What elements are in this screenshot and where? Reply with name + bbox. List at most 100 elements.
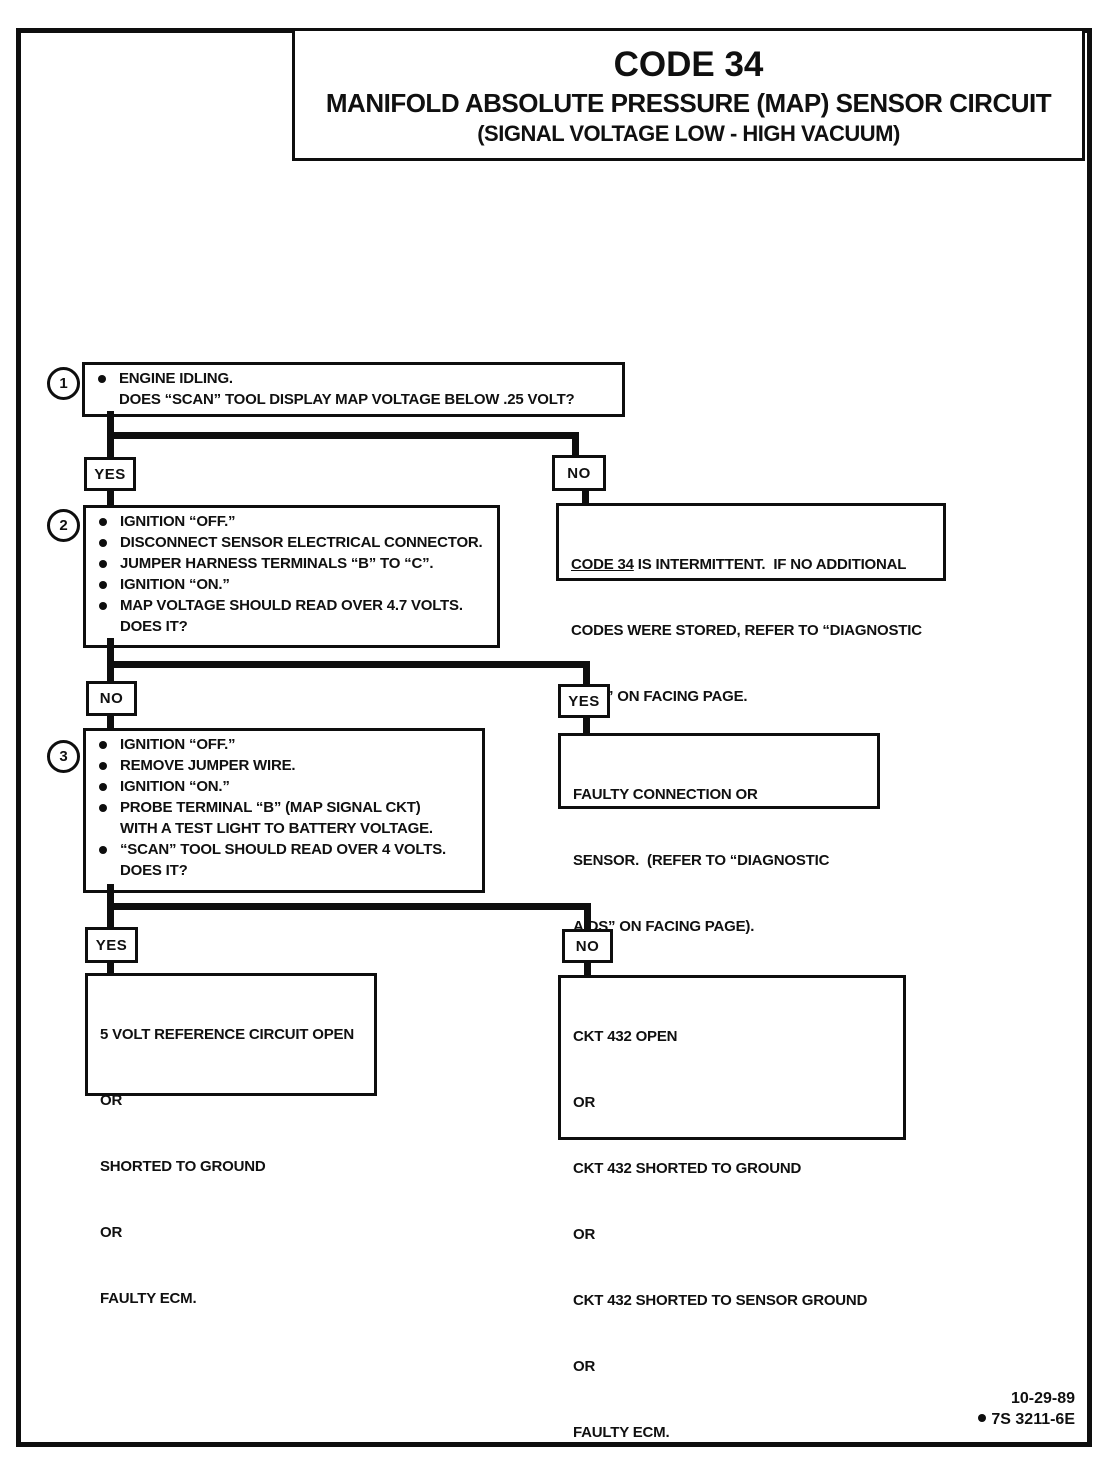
result-ckt432-box: CKT 432 OPEN OR CKT 432 SHORTED TO GROUN… (558, 975, 906, 1441)
bullet-icon (98, 375, 106, 383)
result-line: OR (573, 1094, 596, 1111)
step3-instruction: REMOVE JUMPER WIRE. (120, 757, 296, 774)
bullet-icon (99, 602, 107, 610)
connector-line (107, 661, 590, 668)
result-line: SHORTED TO GROUND (100, 1158, 266, 1175)
step3-instruction: IGNITION “OFF.” (120, 736, 236, 753)
connector-line (107, 488, 114, 506)
result-line: OR (100, 1224, 123, 1241)
result-line: OR (100, 1092, 123, 1109)
connector-line (583, 661, 590, 686)
page-title: CODE 34 (613, 45, 764, 84)
decision-label: NO (575, 937, 600, 955)
step3-question: DOES IT? (120, 862, 188, 879)
footer-doc-number: 7S 3211-6E (905, 1409, 1075, 1430)
decision-yes-3: YES (85, 927, 138, 963)
result-line: FAULTY CONNECTION OR (573, 786, 758, 803)
decision-no-2: NO (86, 681, 137, 716)
code-34-ref: CODE 34 (571, 556, 634, 573)
bullet-icon (99, 539, 107, 547)
result-line: AIDS” ON FACING PAGE. (571, 688, 748, 705)
decision-yes-1: YES (84, 457, 136, 491)
step2-instruction: IGNITION “ON.” (120, 576, 230, 593)
bullet-icon (99, 804, 107, 812)
result-line: AIDS” ON FACING PAGE). (573, 918, 755, 935)
connector-line (584, 903, 591, 931)
bullet-icon (99, 581, 107, 589)
step2-bullet-row: IGNITION “OFF.” (86, 511, 497, 532)
result-ref-circuit-box: 5 VOLT REFERENCE CIRCUIT OPEN OR SHORTED… (85, 973, 377, 1307)
step1-question-row: DOES “SCAN” TOOL DISPLAY MAP VOLTAGE BEL… (85, 389, 622, 410)
step3-bullet-row: IGNITION “ON.” (86, 776, 482, 797)
decision-label: YES (95, 936, 128, 954)
connector-line (582, 488, 589, 505)
step1-box: ENGINE IDLING. DOES “SCAN” TOOL DISPLAY … (82, 362, 625, 417)
connector-line (107, 903, 591, 910)
step2-instruction: JUMPER HARNESS TERMINALS “B” TO “C”. (120, 555, 434, 572)
step3-instruction: IGNITION “ON.” (120, 778, 230, 795)
result-line: CKT 432 SHORTED TO SENSOR GROUND (573, 1292, 868, 1309)
decision-no-3: NO (562, 929, 613, 963)
step-number: 3 (59, 748, 68, 765)
step-circle-2: 2 (47, 509, 80, 542)
page-subtitle: MANIFOLD ABSOLUTE PRESSURE (MAP) SENSOR … (325, 88, 1052, 118)
result-line: 5 VOLT REFERENCE CIRCUIT OPEN (100, 1026, 354, 1043)
step2-instruction: DISCONNECT SENSOR ELECTRICAL CONNECTOR. (120, 534, 483, 551)
bullet-icon (99, 846, 107, 854)
step-circle-3: 3 (47, 740, 80, 773)
step2-instruction: IGNITION “OFF.” (120, 513, 236, 530)
result-line: SENSOR. (REFER TO “DIAGNOSTIC (573, 852, 830, 869)
decision-yes-2: YES (558, 684, 610, 718)
step3-bullet-row: REMOVE JUMPER WIRE. (86, 755, 482, 776)
connector-line (572, 432, 579, 456)
step3-instruction: “SCAN” TOOL SHOULD READ OVER 4 VOLTS. (120, 841, 446, 858)
bullet-icon (99, 741, 107, 749)
result-line: FAULTY ECM. (100, 1290, 197, 1307)
bullet-icon (99, 762, 107, 770)
bullet-icon (978, 1414, 987, 1422)
footer-date: 10-29-89 (1010, 1390, 1075, 1407)
step-circle-1: 1 (47, 367, 80, 400)
step1-bullet-row: ENGINE IDLING. (85, 368, 622, 389)
decision-label: NO (567, 464, 591, 482)
connector-line (584, 960, 591, 976)
connector-line (107, 960, 114, 975)
decision-no-1: NO (552, 455, 606, 491)
step3-bullet-row: “SCAN” TOOL SHOULD READ OVER 4 VOLTS. (86, 839, 482, 860)
step1-instruction: ENGINE IDLING. (119, 370, 233, 387)
title-box: CODE 34 MANIFOLD ABSOLUTE PRESSURE (MAP)… (292, 28, 1085, 161)
step2-instruction: MAP VOLTAGE SHOULD READ OVER 4.7 VOLTS. (120, 597, 463, 614)
step3-instruction: WITH A TEST LIGHT TO BATTERY VOLTAGE. (120, 820, 433, 837)
bullet-icon (99, 518, 107, 526)
result-line: FAULTY ECM. (573, 1424, 670, 1441)
step3-bullet-row: PROBE TERMINAL “B” (MAP SIGNAL CKT) (86, 797, 482, 818)
step3-box: IGNITION “OFF.” REMOVE JUMPER WIRE. IGNI… (83, 728, 485, 893)
step-number: 2 (59, 517, 68, 534)
result-line: CODES WERE STORED, REFER TO “DIAGNOSTIC (571, 622, 922, 639)
connector-line (583, 715, 590, 733)
result-line: CKT 432 SHORTED TO GROUND (573, 1160, 802, 1177)
step2-bullet-row: MAP VOLTAGE SHOULD READ OVER 4.7 VOLTS. (86, 595, 497, 616)
step3-question-row: DOES IT? (86, 860, 482, 881)
step1-question: DOES “SCAN” TOOL DISPLAY MAP VOLTAGE BEL… (119, 391, 575, 408)
step3-continuation-row: WITH A TEST LIGHT TO BATTERY VOLTAGE. (86, 818, 482, 839)
step2-question: DOES IT? (120, 618, 188, 635)
connector-line (107, 432, 579, 439)
step2-box: IGNITION “OFF.” DISCONNECT SENSOR ELECTR… (83, 505, 500, 648)
result-faulty-sensor-box: FAULTY CONNECTION OR SENSOR. (REFER TO “… (558, 733, 880, 935)
result-line: CODE 34 IS INTERMITTENT. IF NO ADDITIONA… (571, 554, 937, 576)
result-line-text: IS INTERMITTENT. IF NO ADDITIONAL (633, 556, 907, 573)
result-intermittent-box: CODE 34 IS INTERMITTENT. IF NO ADDITIONA… (556, 503, 946, 705)
page-subtitle-2: (SIGNAL VOLTAGE LOW - HIGH VACUUM) (477, 121, 900, 146)
footer: 10-29-89 7S 3211-6E (905, 1388, 1075, 1430)
step2-bullet-row: IGNITION “ON.” (86, 574, 497, 595)
result-line: OR (573, 1226, 596, 1243)
bullet-icon (99, 783, 107, 791)
result-line: CKT 432 OPEN (573, 1028, 678, 1045)
footer-doc-text: 7S 3211-6E (991, 1411, 1075, 1428)
result-line: OR (573, 1358, 596, 1375)
decision-label: YES (94, 465, 126, 483)
step3-bullet-row: IGNITION “OFF.” (86, 734, 482, 755)
step2-bullet-row: JUMPER HARNESS TERMINALS “B” TO “C”. (86, 553, 497, 574)
